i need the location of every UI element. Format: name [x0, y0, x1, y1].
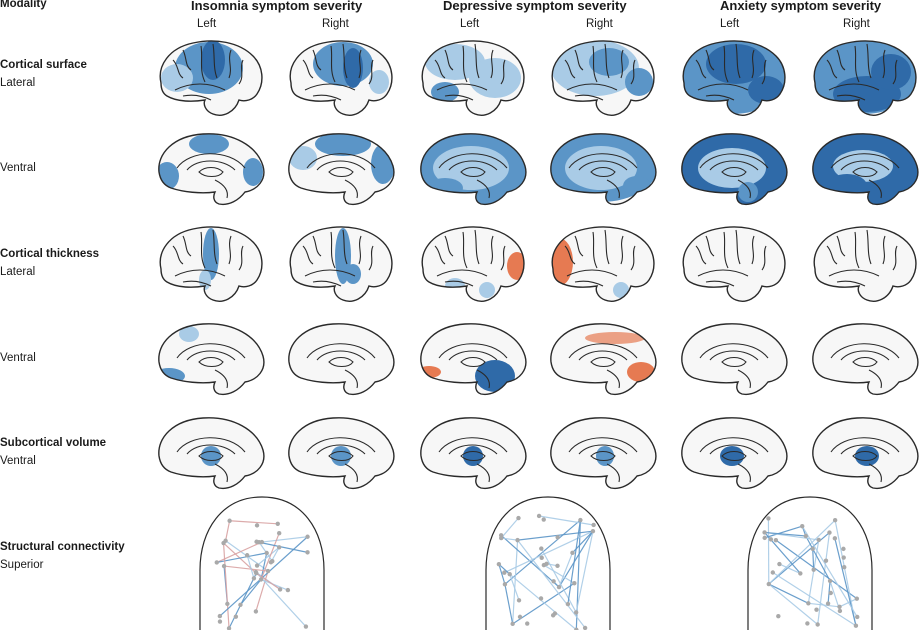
hemisphere-label-right: Right — [322, 18, 349, 30]
modality-header: Modality — [0, 0, 47, 10]
brain-0-5 — [813, 40, 917, 116]
row-view-lateral: Lateral — [0, 77, 36, 89]
brain-1-1 — [288, 133, 395, 206]
brain-4-2 — [420, 417, 527, 490]
brain-1-5 — [812, 133, 919, 206]
brain-4-3 — [550, 417, 657, 490]
row-view-ventral: Ventral — [0, 162, 36, 174]
brain-3-3 — [550, 323, 657, 396]
hemisphere-label-left: Left — [460, 18, 480, 30]
brain-2-4 — [682, 226, 786, 302]
hemisphere-label-left: Left — [197, 18, 217, 30]
brain-3-2 — [420, 323, 527, 396]
brain-0-0 — [159, 40, 263, 116]
row-modality-structural-connectivity: Structural connectivity — [0, 541, 125, 553]
connectivity-view-1 — [485, 496, 611, 630]
connectivity-view-2 — [747, 496, 873, 630]
row-view-ventral: Ventral — [0, 455, 36, 467]
brain-2-2 — [421, 226, 525, 302]
row-view-superior: Superior — [0, 559, 44, 571]
brain-2-1 — [289, 226, 393, 302]
brain-0-1 — [289, 40, 393, 116]
column-title-anxiety: Anxiety symptom severity — [720, 0, 882, 13]
brain-1-4 — [681, 133, 788, 206]
row-modality-cortical-thickness: Cortical thickness — [0, 248, 100, 260]
brain-3-0 — [158, 323, 265, 396]
connectivity-view-0 — [199, 496, 325, 630]
hemisphere-label-left: Left — [720, 18, 740, 30]
brain-0-4 — [682, 40, 786, 116]
brain-3-1 — [288, 323, 395, 396]
brain-2-3 — [551, 226, 655, 302]
row-modality-cortical-surface: Cortical surface — [0, 59, 87, 71]
brain-0-2 — [421, 40, 525, 116]
brain-1-2 — [420, 133, 527, 206]
brain-4-4 — [681, 417, 788, 490]
hemisphere-label-right: Right — [843, 18, 870, 30]
brain-1-3 — [550, 133, 657, 206]
hemisphere-label-right: Right — [586, 18, 613, 30]
column-title-depressive: Depressive symptom severity — [443, 0, 627, 13]
brain-1-0 — [158, 133, 265, 206]
row-view-lateral: Lateral — [0, 266, 36, 278]
row-modality-subcortical-volume: Subcortical volume — [0, 437, 107, 449]
brain-3-4 — [681, 323, 788, 396]
column-title-insomnia: Insomnia symptom severity — [191, 0, 363, 13]
brain-4-0 — [158, 417, 265, 490]
brain-2-0 — [159, 226, 263, 302]
row-view-ventral: Ventral — [0, 352, 36, 364]
brain-2-5 — [813, 226, 917, 302]
brain-4-1 — [288, 417, 395, 490]
brain-3-5 — [812, 323, 919, 396]
brain-4-5 — [812, 417, 919, 490]
brain-0-3 — [551, 40, 655, 116]
